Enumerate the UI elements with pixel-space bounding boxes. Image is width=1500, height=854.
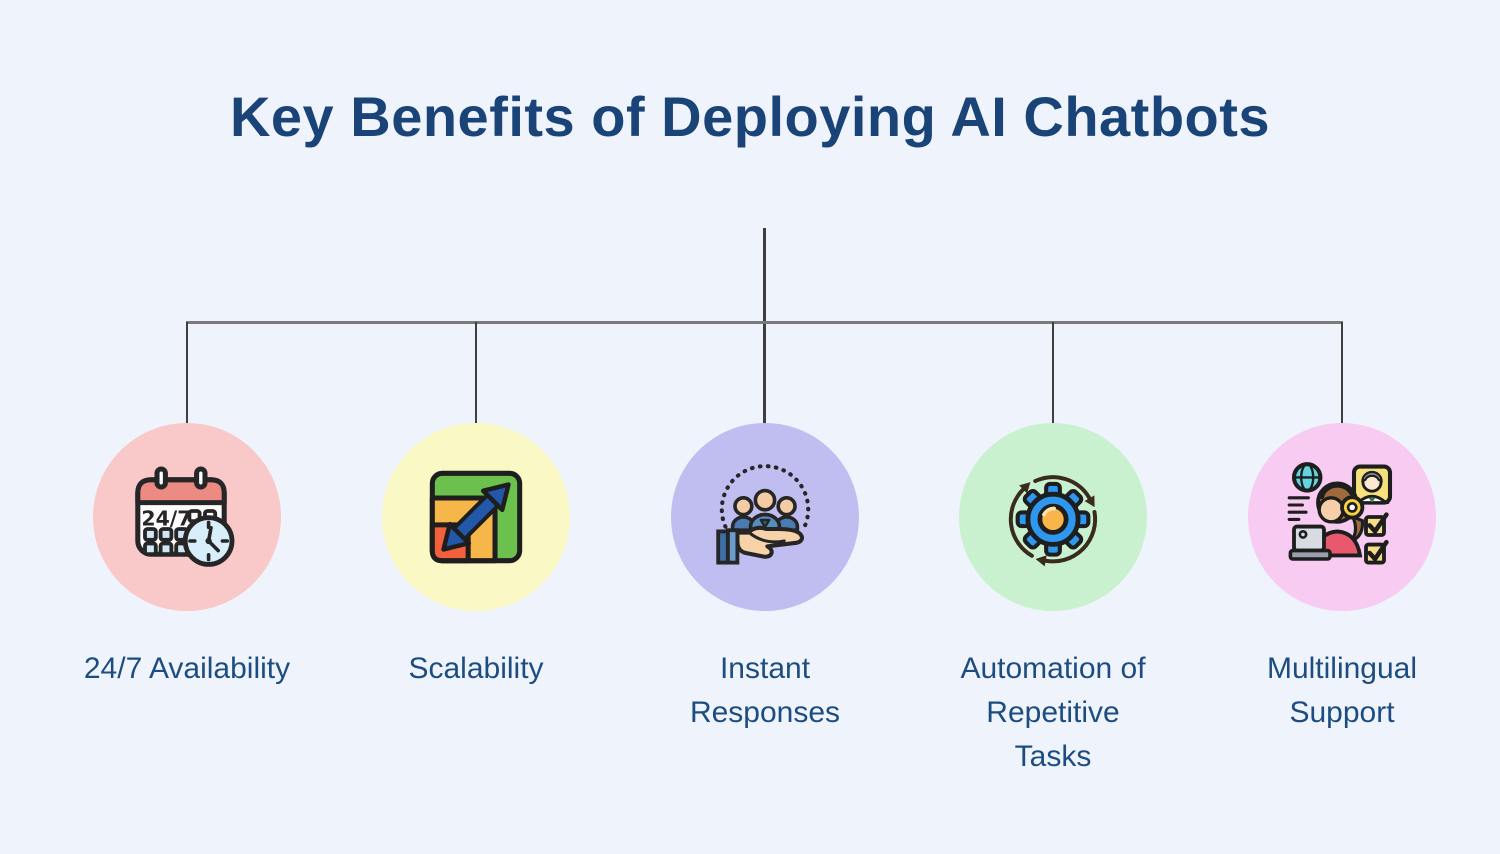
benefit-label-multilingual: Multilingual Support	[1266, 652, 1418, 729]
benefit-label-instant-responses: Instant Responses	[689, 652, 841, 729]
benefit-circle-multilingual	[1248, 423, 1436, 611]
speech-text-lines	[1287, 496, 1310, 521]
rotation-arrows	[1008, 475, 1098, 564]
benefit-circle-instant-responses	[671, 423, 859, 611]
calendar-24-7-clock-icon: 24/7	[135, 466, 235, 567]
benefit-label-scalability: Scalability	[408, 652, 544, 685]
dotted-arc	[719, 464, 811, 529]
benefit-card-availability: 24/7	[37, 423, 337, 691]
gear	[1015, 481, 1091, 557]
hand	[716, 525, 804, 565]
benefit-card-scalability: Scalability	[326, 423, 626, 691]
calendar-24-7-text: 24/7	[141, 506, 191, 530]
benefit-card-instant-responses: Instant Responses	[615, 423, 915, 735]
laptop	[1288, 524, 1332, 561]
connector-drop-line-2	[475, 322, 477, 424]
hand-holding-people-icon	[716, 464, 811, 565]
connector-stem-line	[763, 228, 766, 424]
benefit-label-availability: 24/7 Availability	[83, 652, 291, 685]
checklist	[1364, 512, 1389, 565]
gear-rotation-arrows-icon	[1008, 475, 1098, 567]
double-arrow	[441, 482, 511, 552]
page-title: Key Benefits of Deploying AI Chatbots	[229, 85, 1271, 148]
benefit-card-automation: Automation of Repetitive Tasks	[903, 423, 1203, 779]
benefit-label-automation: Automation of Repetitive Tasks	[960, 652, 1146, 773]
benefit-circle-availability: 24/7	[93, 423, 281, 611]
benefit-card-multilingual: Multilingual Support	[1192, 423, 1492, 735]
people-group	[730, 488, 800, 534]
calendar-grid-cells	[143, 527, 189, 557]
clock-face	[182, 515, 235, 567]
connector-drop-line-1	[186, 322, 188, 424]
arrowheads	[1019, 482, 1095, 567]
connector-horizontal-line	[186, 320, 1343, 324]
benefit-circle-automation	[959, 423, 1147, 611]
globe	[1291, 462, 1323, 493]
customer-avatar	[1351, 464, 1393, 505]
benefit-circle-scalability	[382, 423, 570, 611]
support-agent-globe-checklist-icon	[1287, 462, 1393, 565]
support-agent	[1312, 481, 1365, 558]
scalability-growth-arrow-icon	[429, 470, 523, 564]
connector-drop-line-4	[1052, 322, 1054, 424]
connector-drop-line-5	[1341, 322, 1343, 424]
